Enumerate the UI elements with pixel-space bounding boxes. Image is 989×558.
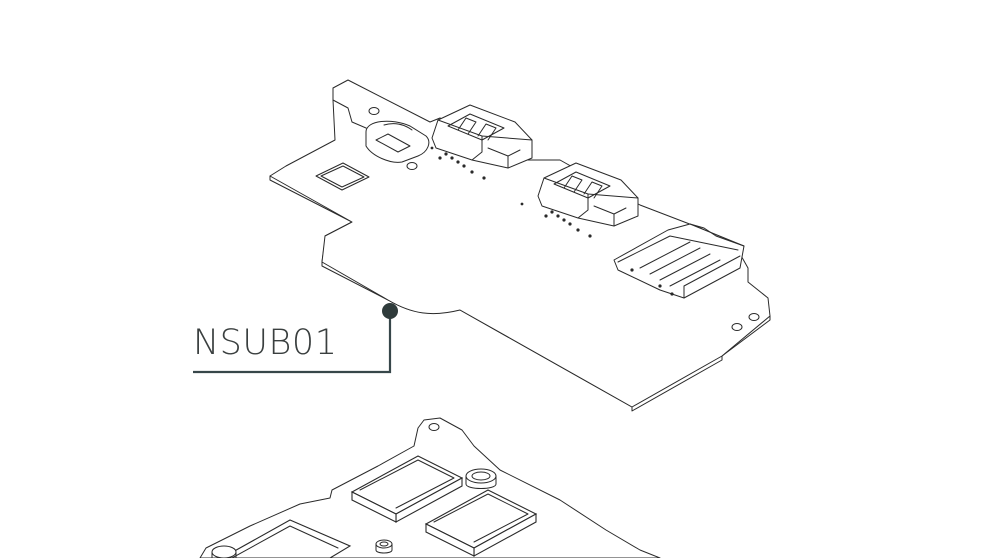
mounting-hole	[748, 313, 760, 321]
usb-pins	[520, 202, 592, 238]
memory-chip-3	[220, 519, 352, 558]
memory-chip-1	[350, 455, 464, 523]
usb-connector-1	[430, 104, 533, 180]
mounting-hole	[731, 323, 743, 331]
lower-board	[199, 417, 661, 558]
memory-chip-2	[424, 489, 538, 557]
part-number-label: NSUB01	[193, 323, 338, 363]
leader-dot	[382, 303, 398, 319]
card-slot	[613, 223, 745, 299]
standoff-bracket	[365, 120, 430, 163]
mounting-hole	[368, 107, 380, 115]
standoff	[211, 545, 237, 558]
leader-line	[193, 312, 392, 374]
small-standoff	[375, 539, 393, 554]
usb-pins	[430, 146, 486, 180]
mounting-hole	[428, 423, 440, 431]
callout-leader	[193, 303, 398, 374]
square-ic	[315, 162, 370, 191]
usb-connector-2	[520, 162, 639, 238]
standoff	[465, 468, 497, 489]
mounting-hole	[406, 162, 418, 170]
nsub01-board	[269, 79, 771, 412]
